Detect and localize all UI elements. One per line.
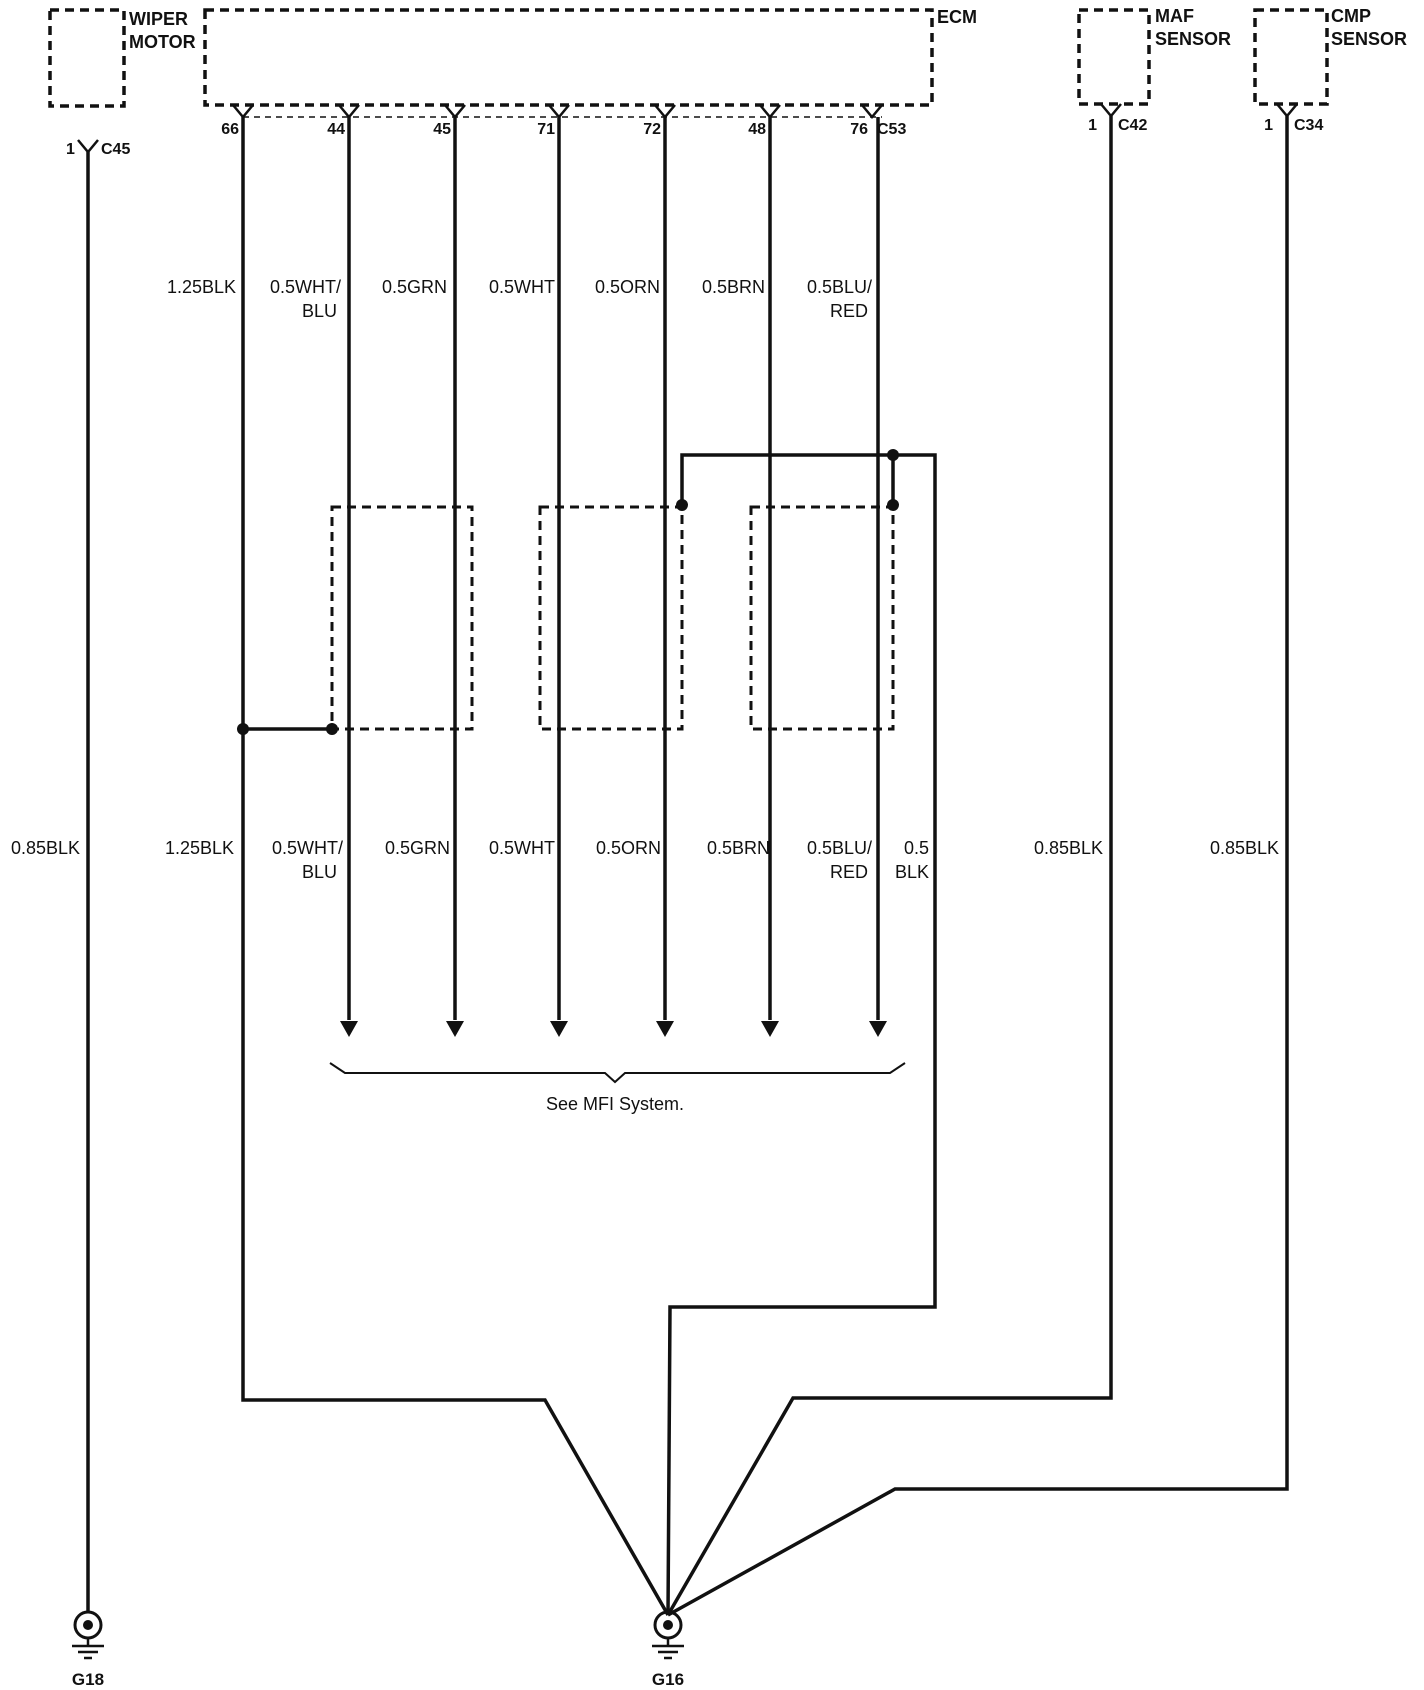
wire-label-upper-pin66: 1.25BLK [167, 277, 236, 297]
arrow-wire-76 [869, 1021, 887, 1037]
wire-label-upper-pin76-line2: RED [830, 301, 868, 321]
c53-pin-66-symbol [232, 104, 254, 119]
wire-label-lower-pin45: 0.5GRN [385, 838, 450, 858]
c42-pin-symbol [1100, 103, 1122, 118]
wire-mfi-ground-loop [666, 453, 937, 1616]
wire-cmp-to-g16 [667, 116, 1289, 1617]
maf-sensor-label-line1: MAF [1155, 6, 1194, 26]
c53-pin-66-label: 66 [221, 121, 239, 138]
wiper-motor-label-line2: MOTOR [129, 32, 196, 52]
wire-label-lower-pin71: 0.5WHT [489, 838, 555, 858]
wire-label-lower-cmp: 0.85BLK [1210, 838, 1279, 858]
mfi-component-box-2 [538, 505, 684, 731]
mfi-component-box-3 [749, 505, 895, 731]
c34-pin-number: 1 [1264, 117, 1273, 134]
wire-label-lower-pin72: 0.5ORN [596, 838, 661, 858]
splice-dot-box2 [676, 499, 688, 511]
splice-dot-box1 [326, 723, 338, 735]
arrow-wire-45 [446, 1021, 464, 1037]
wire-label-upper-pin48: 0.5BRN [702, 277, 765, 297]
wiper-motor-box [48, 8, 126, 108]
ground-label-g16: G16 [652, 1670, 684, 1689]
c34-connector-name: C34 [1294, 117, 1323, 134]
c45-pin-number: 1 [66, 141, 75, 158]
wire-label-lower-pin66: 1.25BLK [165, 838, 234, 858]
wiper-motor-label-line1: WIPER [129, 9, 188, 29]
ecm-label: ECM [937, 7, 977, 27]
wire-label-lower-pin76-line1: 0.5BLU/ [807, 838, 872, 858]
wire-label-upper-pin45: 0.5GRN [382, 277, 447, 297]
wire-ecm-66-to-g16 [241, 117, 670, 1616]
c53-pin-71-symbol [548, 104, 570, 119]
wire-label-lower-mfi-ground-line2: BLK [895, 862, 929, 882]
splice-dot-box3 [887, 499, 899, 511]
wire-label-lower-pin48: 0.5BRN [707, 838, 770, 858]
c53-pin-76-label: 76 [850, 121, 868, 138]
c53-pin-45-label: 45 [433, 121, 451, 138]
c53-pin-71-label: 71 [537, 121, 555, 138]
c53-pin-72-label: 72 [643, 121, 661, 138]
c34-pin-symbol [1276, 103, 1298, 118]
cmp-sensor-box [1253, 8, 1329, 106]
c53-pin-72-symbol [654, 104, 676, 119]
maf-sensor-box [1077, 8, 1151, 106]
wire-label-upper-pin44-line1: 0.5WHT/ [270, 277, 341, 297]
mfi-system-brace [329, 1062, 906, 1084]
see-mfi-system-note: See MFI System. [546, 1094, 684, 1114]
wire-label-upper-pin44-line2: BLU [302, 301, 337, 321]
wire-label-upper-pin71: 0.5WHT [489, 277, 555, 297]
mfi-component-box-1 [330, 505, 474, 731]
splice-dot-top-right [887, 449, 899, 461]
cmp-sensor-label-line1: CMP [1331, 6, 1371, 26]
arrow-wire-44 [340, 1021, 358, 1037]
c53-pin-48-symbol [759, 104, 781, 119]
c53-pin-48-label: 48 [748, 121, 766, 138]
wire-label-lower-mfi-ground-line1: 0.5 [904, 838, 929, 858]
c45-pin-symbol [77, 139, 99, 154]
wire-label-lower-maf: 0.85BLK [1034, 838, 1103, 858]
wire-maf-to-g16 [666, 116, 1113, 1616]
wire-label-upper-pin76-line1: 0.5BLU/ [807, 277, 872, 297]
arrow-wire-71 [550, 1021, 568, 1037]
maf-sensor-label-line2: SENSOR [1155, 29, 1231, 49]
c53-connector-name: C53 [877, 121, 906, 138]
splice-dot-pin66 [237, 723, 249, 735]
arrow-wire-72 [656, 1021, 674, 1037]
ground-symbol-g16 [652, 1610, 684, 1660]
wire-label-lower-wiper: 0.85BLK [11, 838, 80, 858]
ground-symbol-g18 [72, 1610, 104, 1660]
c53-pin-44-symbol [338, 104, 360, 119]
c45-connector-name: C45 [101, 141, 130, 158]
wire-label-lower-pin44-line2: BLU [302, 862, 337, 882]
c53-pin-44-label: 44 [327, 121, 345, 138]
ground-label-g18: G18 [72, 1670, 104, 1689]
c53-pin-76-symbol [861, 104, 883, 119]
ecm-box [203, 8, 934, 107]
wire-label-lower-pin44-line1: 0.5WHT/ [272, 838, 343, 858]
arrow-wire-48 [761, 1021, 779, 1037]
cmp-sensor-label-line2: SENSOR [1331, 29, 1407, 49]
wire-label-upper-pin72: 0.5ORN [595, 277, 660, 297]
c53-pin-45-symbol [444, 104, 466, 119]
c42-connector-name: C42 [1118, 117, 1147, 134]
c42-pin-number: 1 [1088, 117, 1097, 134]
wire-label-lower-pin76-line2: RED [830, 862, 868, 882]
